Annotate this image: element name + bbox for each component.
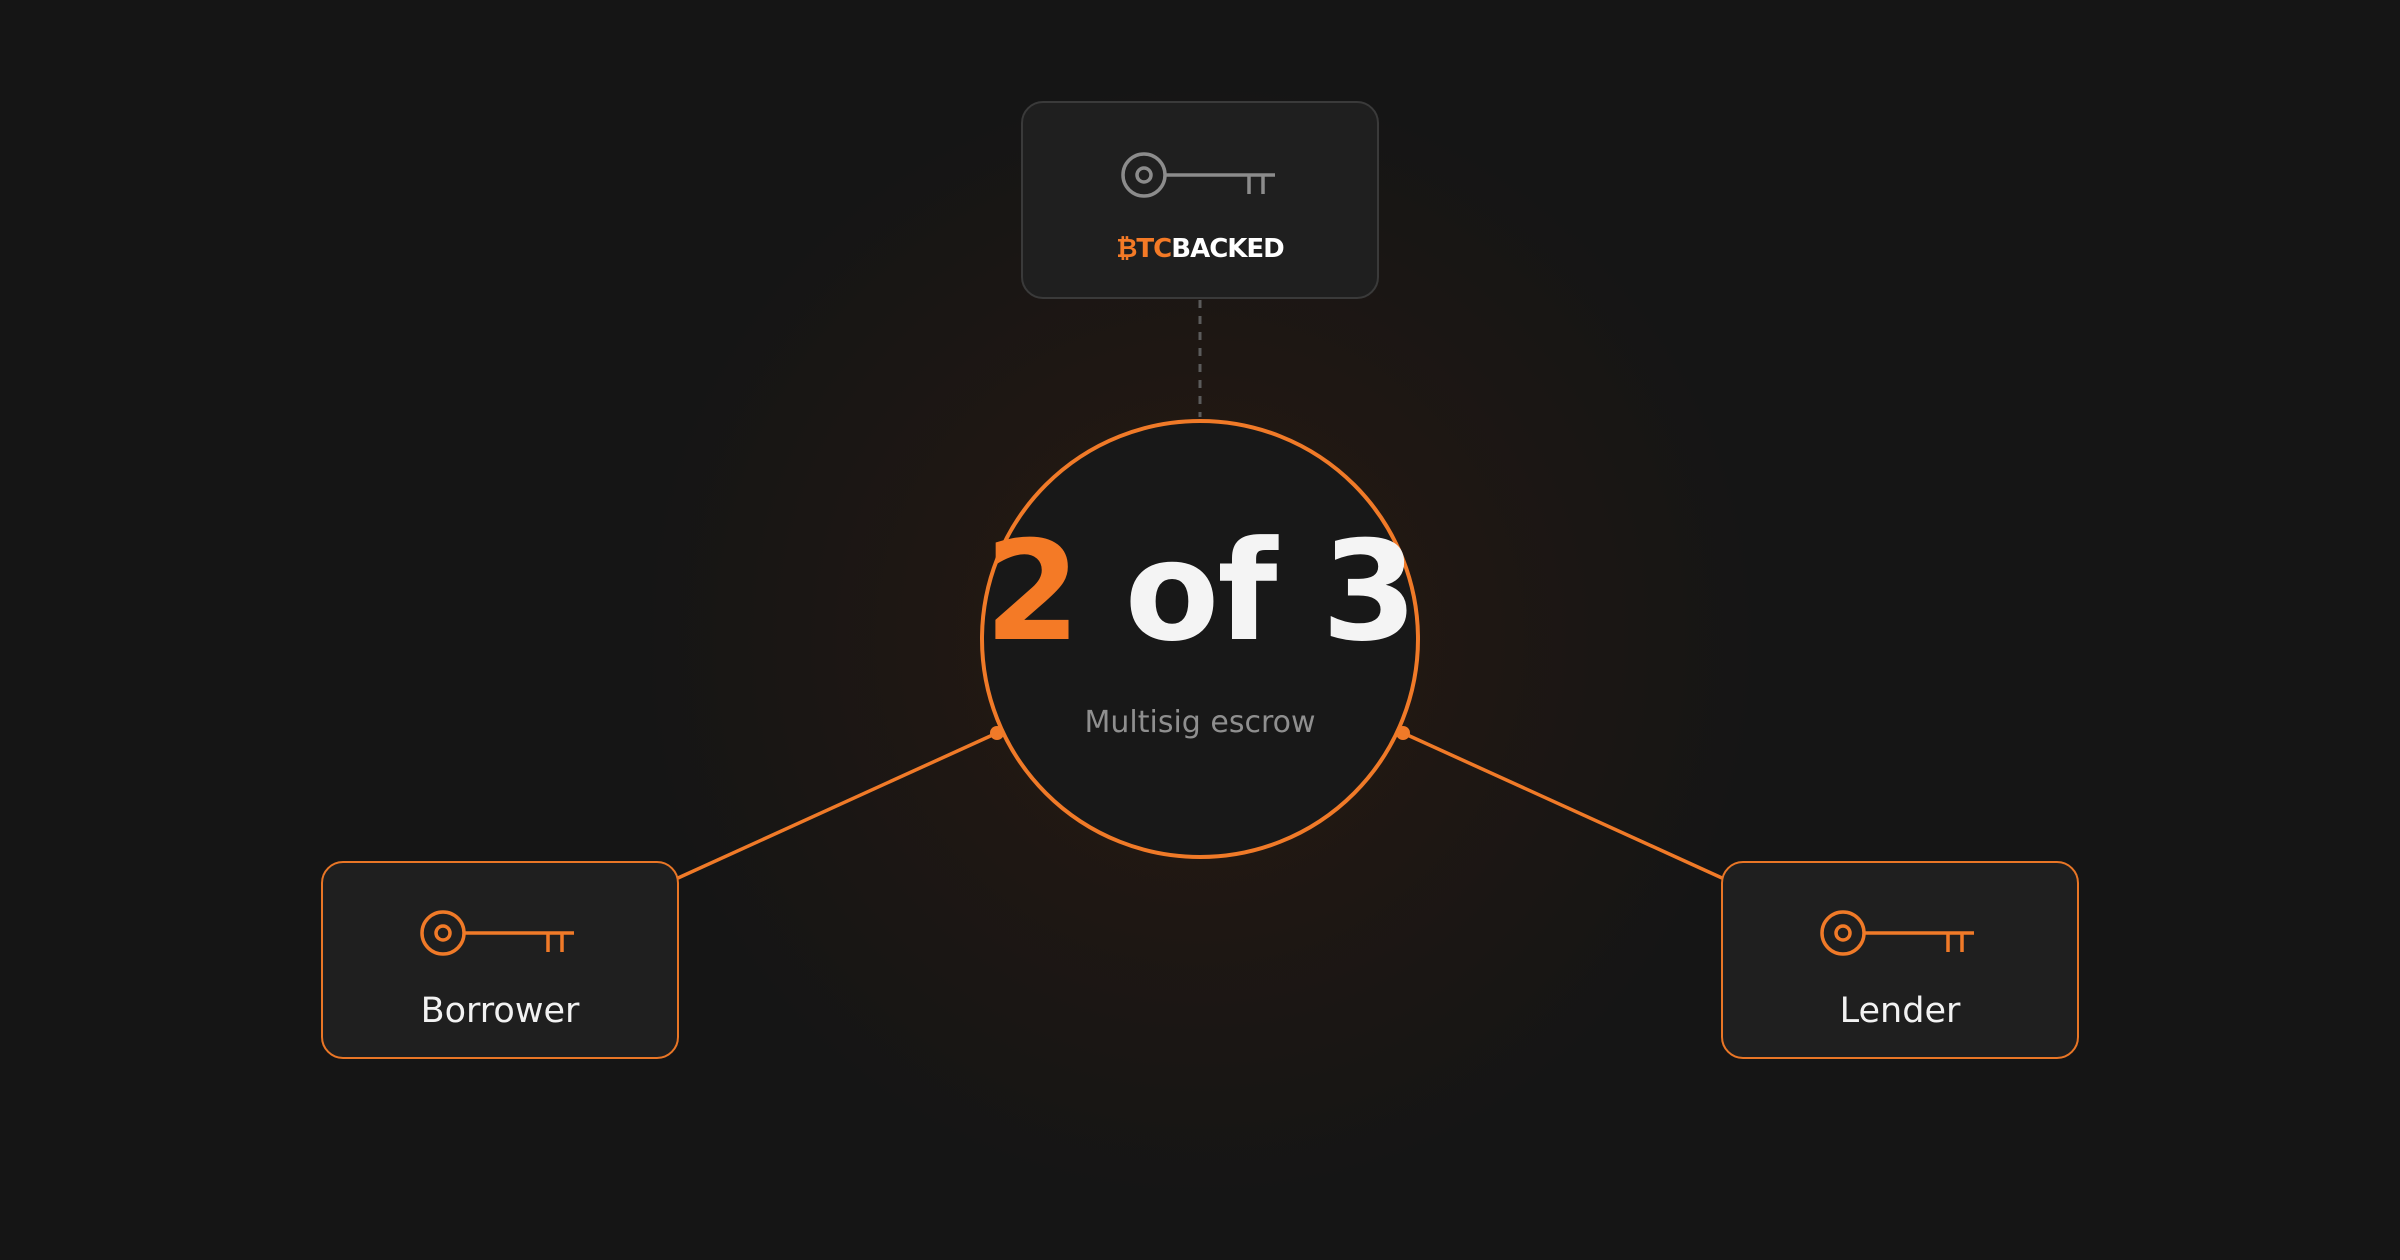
signature-ratio: 2 of 3: [984, 523, 1417, 661]
lender-label: Lender: [1839, 991, 1961, 1031]
key-icon: [420, 910, 574, 956]
logo-main-text: BACKED: [1171, 234, 1285, 264]
btcbacked-logo: ₿TCBACKED: [1023, 233, 1377, 264]
key-icon: [1121, 152, 1275, 198]
escrow-agent-card: ₿TCBACKED: [1021, 101, 1379, 299]
key-icon: [1820, 910, 1974, 956]
connector-borrower: [677, 731, 998, 880]
borrower-card: Borrower: [321, 861, 679, 1059]
connector-lender: [1402, 731, 1723, 880]
ratio-required: 2: [984, 511, 1080, 672]
ratio-total: 3: [1321, 511, 1417, 672]
lender-card: Lender: [1721, 861, 2079, 1059]
borrower-label: Borrower: [420, 991, 580, 1031]
multisig-escrow-circle: 2 of 3 Multisig escrow: [980, 419, 1420, 859]
ratio-of: of: [1124, 511, 1278, 672]
logo-accent-text: ₿TC: [1116, 234, 1172, 264]
escrow-subtitle: Multisig escrow: [1084, 705, 1316, 740]
